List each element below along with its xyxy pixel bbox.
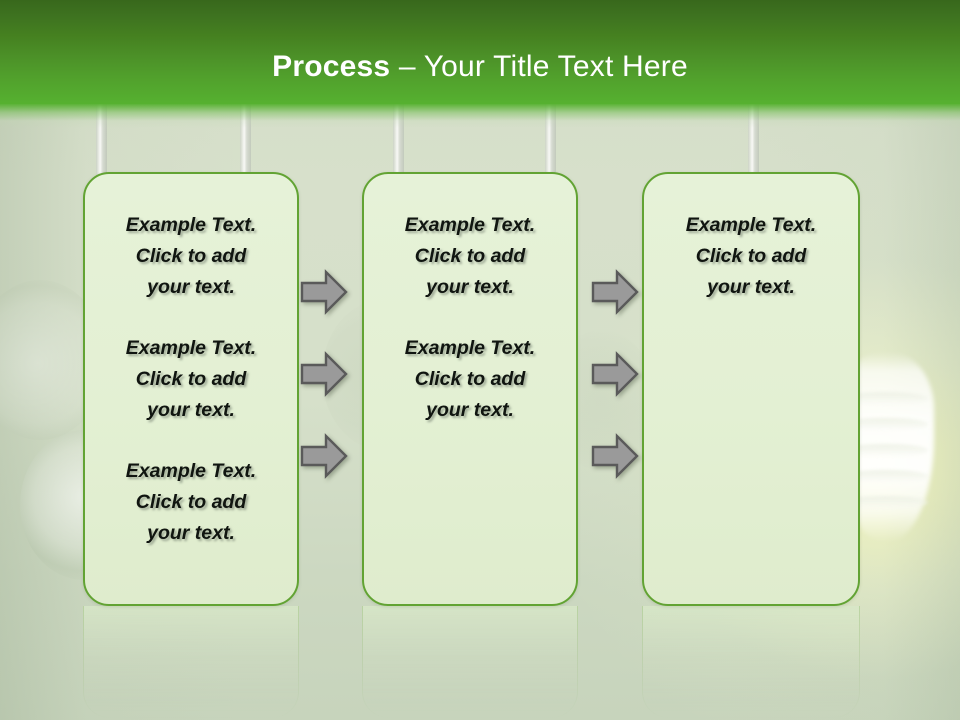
process-box-2[interactable]: Example Text. Click to add your text. Ex…: [362, 172, 578, 606]
arrow-right-icon[interactable]: [299, 433, 349, 479]
process-box-1-content: Example Text. Click to add your text. Ex…: [85, 174, 297, 549]
process-box-1[interactable]: Example Text. Click to add your text. Ex…: [83, 172, 299, 606]
page-title: Process – Your Title Text Here: [0, 50, 960, 84]
cfl-coil-icon: [842, 496, 928, 509]
process-box-1-paragraph[interactable]: Example Text. Click to add your text.: [125, 460, 257, 544]
arrow-right-icon[interactable]: [299, 351, 349, 397]
box-reflection: [362, 606, 578, 718]
arrow-right-icon[interactable]: [590, 351, 640, 397]
hanging-rod-icon: [748, 103, 759, 177]
process-box-2-paragraph[interactable]: Example Text. Click to add your text.: [404, 214, 536, 298]
box-reflection: [83, 606, 299, 718]
process-box-2-content: Example Text. Click to add your text. Ex…: [364, 174, 576, 426]
page-title-bold: Process: [272, 50, 391, 83]
page-title-rest: – Your Title Text Here: [390, 50, 688, 83]
process-box-3-paragraph[interactable]: Example Text. Click to add your text.: [685, 214, 817, 298]
hanging-rod-icon: [393, 103, 404, 175]
process-box-1-paragraph[interactable]: Example Text. Click to add your text.: [125, 214, 257, 298]
cfl-coil-icon: [842, 418, 928, 431]
process-box-3[interactable]: Example Text. Click to add your text.: [642, 172, 860, 606]
process-box-3-content: Example Text. Click to add your text.: [644, 174, 858, 303]
box-reflection: [642, 606, 860, 718]
arrow-right-icon[interactable]: [590, 269, 640, 315]
title-bar-fade: [0, 104, 960, 128]
cfl-coil-icon: [842, 392, 928, 405]
arrow-right-icon[interactable]: [299, 269, 349, 315]
cfl-coil-icon: [842, 470, 928, 483]
hanging-rod-icon: [545, 103, 556, 173]
cfl-coil-icon: [842, 444, 928, 457]
hanging-rod-icon: [96, 103, 107, 181]
hanging-rod-icon: [240, 103, 251, 173]
arrow-right-icon[interactable]: [590, 433, 640, 479]
title-bar: [0, 0, 960, 104]
process-box-1-paragraph[interactable]: Example Text. Click to add your text.: [125, 337, 257, 421]
process-box-2-paragraph[interactable]: Example Text. Click to add your text.: [404, 337, 536, 421]
